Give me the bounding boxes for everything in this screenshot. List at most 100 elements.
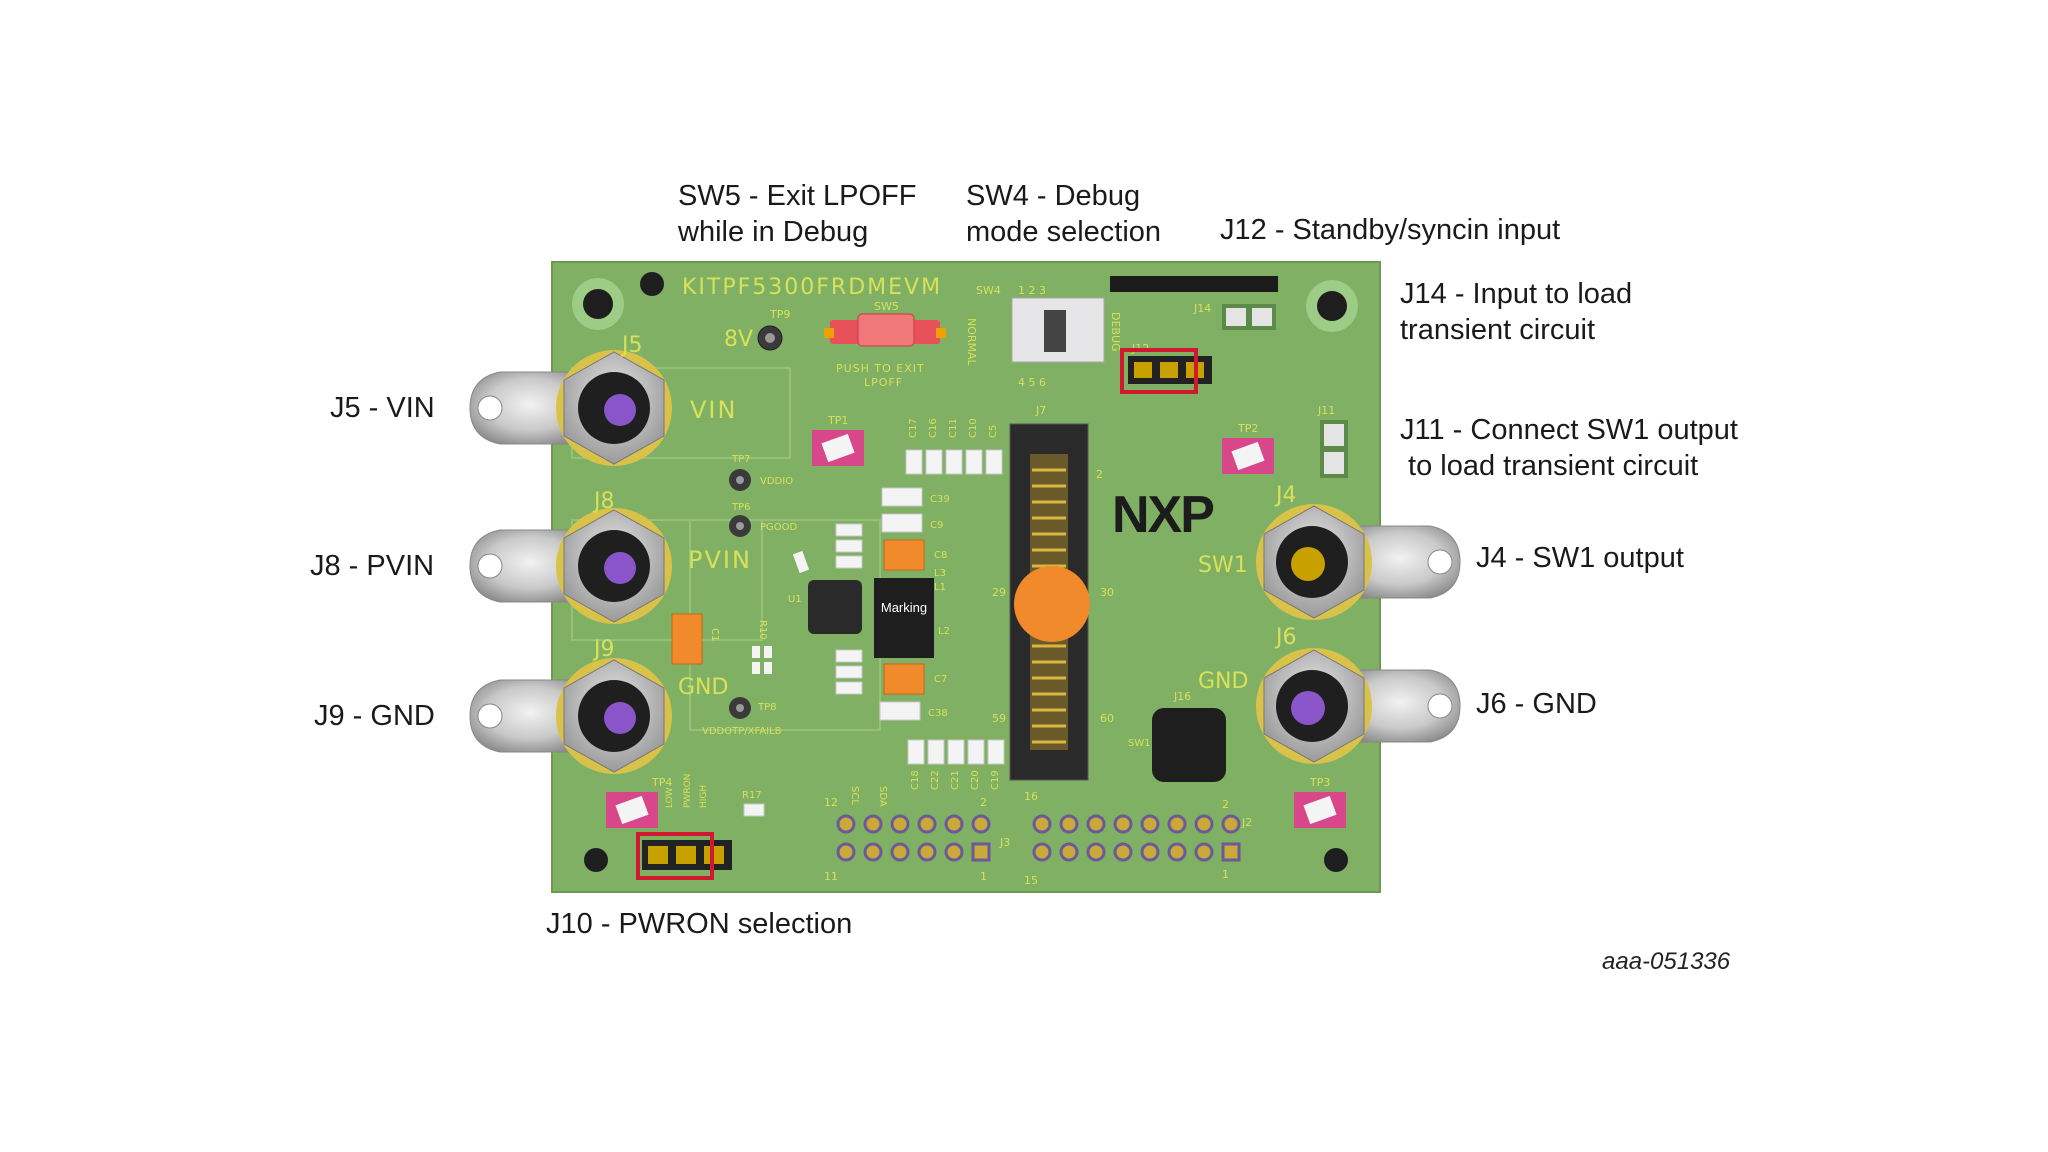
c1-cap	[671, 613, 703, 665]
j3-pin-hole	[836, 842, 856, 862]
silk-tp8: TP8	[757, 702, 777, 713]
silk-h1b: 1	[1222, 868, 1229, 881]
silk-tp7: TP7	[731, 454, 751, 465]
silk-pin29: 29	[992, 586, 1006, 599]
silk-h2a: 2	[980, 796, 987, 809]
cap-top-5	[985, 449, 1003, 475]
silk-l3: L3	[934, 568, 946, 579]
cap-top-3	[945, 449, 963, 475]
silk-c18: C18	[910, 770, 921, 790]
c9-cap	[881, 513, 923, 533]
j8-connector	[469, 508, 672, 624]
j2-pin-hole	[1167, 842, 1187, 862]
silk-c38: C38	[928, 708, 948, 719]
mount-hole-br	[1324, 848, 1348, 872]
silk-u1: U1	[788, 594, 802, 605]
tp4-pad	[615, 795, 649, 825]
silk-c1: C1	[709, 628, 720, 641]
silk-vin: VIN	[690, 396, 737, 424]
silk-j16: J16	[1173, 690, 1191, 703]
j5-pin	[604, 394, 636, 426]
callout-j9: J9 - GND	[314, 698, 435, 734]
j2-pin-hole	[1221, 814, 1241, 834]
tp2-pad	[1231, 441, 1265, 471]
caps-top-labels: C17 C16 C11 C10 C5	[908, 418, 999, 438]
tp6-post-top	[736, 522, 744, 530]
j11-pin1	[1324, 424, 1344, 446]
cap-top-4	[965, 449, 983, 475]
silk-sw1-small: SW1	[1128, 738, 1151, 749]
cap-stack-1	[835, 523, 863, 537]
silk-h2b: 2	[1222, 798, 1229, 811]
callout-j4: J4 - SW1 output	[1476, 540, 1684, 576]
j6-connector	[1256, 648, 1461, 764]
silk-c22: C22	[930, 770, 941, 790]
j3-pin-hole	[863, 842, 883, 862]
silk-j5: J5	[620, 333, 643, 358]
silk-j7: J7	[1035, 404, 1046, 417]
cap-bot-5	[987, 739, 1005, 765]
silk-tp9: TP9	[769, 308, 790, 321]
callout-j10: J10 - PWRON selection	[546, 906, 852, 942]
silk-sda: SDA	[877, 786, 888, 807]
j2-pin-hole	[1113, 814, 1133, 834]
callout-j8-line1: J8 - PVIN	[310, 550, 435, 582]
silk-h1a: 1	[980, 870, 987, 883]
j3-pin-hole	[944, 814, 964, 834]
silk-c16: C16	[928, 418, 939, 438]
c8-cap	[883, 539, 925, 571]
silk-vddio: VDDIO	[760, 476, 793, 487]
silk-pin59: 59	[992, 712, 1006, 725]
callout-j6-line1: J6 - GND	[1476, 688, 1597, 720]
cap-bot-3	[947, 739, 965, 765]
fiducial-tl	[640, 272, 664, 296]
tp3-pad	[1303, 795, 1337, 825]
pin-header-holes	[836, 814, 1241, 862]
j9-lug-hole	[477, 703, 503, 729]
j9-pin	[604, 702, 636, 734]
silk-c20: C20	[970, 770, 981, 790]
silk-h16: 16	[1024, 790, 1038, 803]
callout-j14-line1: J14 - Input to load	[1400, 278, 1633, 310]
j2-pin-hole	[1086, 842, 1106, 862]
u1-chip	[808, 580, 862, 634]
silk-j9: J9	[592, 637, 615, 662]
j3-pin-hole	[917, 814, 937, 834]
silk-sw4-pins-bot: 4 5 6	[1018, 376, 1046, 389]
chip-marking: Marking	[881, 600, 927, 615]
tp9-post-top	[765, 333, 775, 343]
j14-pin1	[1226, 308, 1246, 326]
silk-tp6: TP6	[731, 502, 751, 513]
j2-pin-hole	[1086, 814, 1106, 834]
cap-stack-5	[835, 665, 863, 679]
silk-low: LOW	[665, 787, 675, 808]
j2-pin-hole	[1032, 842, 1052, 862]
silk-l2: L2	[938, 626, 950, 637]
silk-j3: J3	[999, 836, 1010, 849]
callout-j8: J8 - PVIN	[310, 548, 434, 584]
silk-c11: C11	[948, 418, 959, 438]
j12-highlight	[1120, 348, 1198, 394]
board-name: KITPF5300FRDMEVM	[682, 275, 942, 300]
silk-j14: J14	[1193, 302, 1211, 315]
j8-lug-hole	[477, 553, 503, 579]
j5-lug-hole	[477, 395, 503, 421]
j8-pin	[604, 552, 636, 584]
silk-c10: C10	[968, 418, 979, 438]
silk-r17: R17	[742, 790, 762, 801]
silk-c8: C8	[934, 550, 947, 561]
silk-h15: 15	[1024, 874, 1038, 887]
j5-connector	[469, 350, 672, 466]
callout-j11-line1: J11 - Connect SW1 output	[1400, 414, 1738, 446]
callout-j5-line1: J5 - VIN	[330, 392, 435, 424]
j3-pin-hole	[890, 814, 910, 834]
cap-stack-4	[835, 649, 863, 663]
sw5-pad-left	[824, 328, 834, 338]
j6-lug-hole	[1427, 693, 1453, 719]
j6-pin	[1291, 691, 1325, 725]
r-pair-4	[764, 662, 772, 674]
j2-pin-hole	[1059, 814, 1079, 834]
r-pair-2	[764, 646, 772, 658]
j3-pin-hole	[890, 842, 910, 862]
mount-hole-tl	[583, 289, 613, 319]
